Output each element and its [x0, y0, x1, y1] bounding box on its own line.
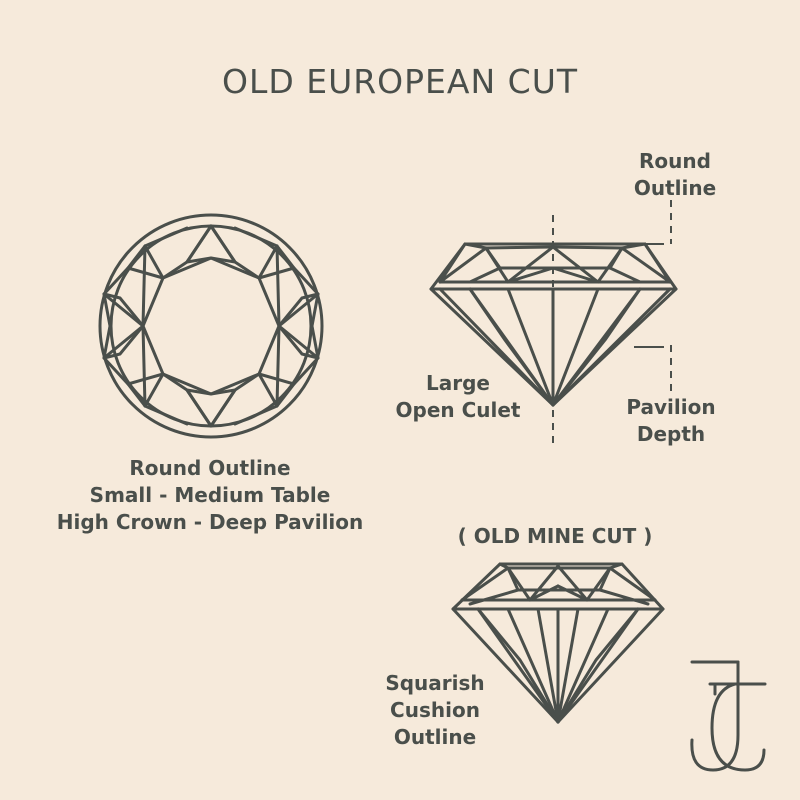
old-mine-title: ( OLD MINE CUT )	[457, 524, 653, 548]
pavilion-depth-label: Pavilion Depth	[615, 394, 727, 448]
pavilion-depth-label-line1: Pavilion	[626, 395, 716, 419]
culet-label: Large Open Culet	[383, 370, 533, 424]
caption-line-table: Small - Medium Table	[89, 483, 331, 507]
culet-label-line2: Open Culet	[395, 398, 521, 422]
round-outline-label: Round Outline	[620, 148, 730, 202]
caption-line-crown: High Crown - Deep Pavilion	[56, 510, 364, 534]
pavilion-depth-label-line2: Depth	[636, 422, 706, 446]
round-outline-label-line1: Round	[639, 149, 711, 173]
culet-label-line1: Large	[426, 371, 490, 395]
jc-monogram-icon	[690, 660, 767, 772]
caption-line-outline: Round Outline	[129, 456, 291, 480]
top-view-diamond-icon	[98, 213, 324, 439]
old-mine-label-line3: Outline	[393, 725, 477, 749]
round-outline-label-line2: Outline	[633, 176, 717, 200]
top-view-caption: Round Outline Small - Medium Table High …	[40, 455, 380, 536]
old-mine-label-line2: Cushion	[390, 698, 480, 722]
old-mine-label-line1: Squarish	[385, 671, 485, 695]
old-mine-diamond-icon	[451, 562, 665, 724]
page-title: OLD EUROPEAN CUT	[221, 62, 579, 101]
old-mine-outline-label: Squarish Cushion Outline	[375, 670, 495, 751]
